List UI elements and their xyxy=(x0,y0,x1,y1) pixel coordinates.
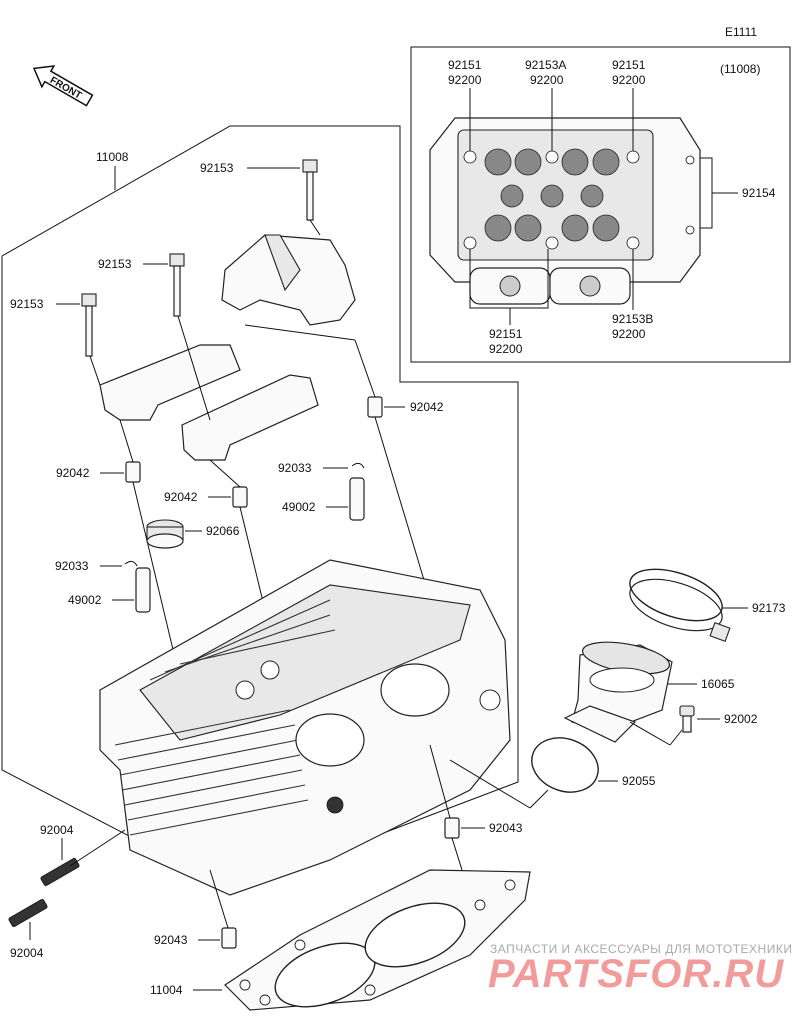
watermark-logo: PARTSFOR.RU xyxy=(488,952,784,996)
inset-leader-lines xyxy=(469,88,738,325)
bolt-92002 xyxy=(679,705,695,733)
part-label-92042-mid: 92042 xyxy=(164,490,198,504)
part-label-92153-top: 92153 xyxy=(200,161,234,175)
part-label-11008: 11008 xyxy=(96,150,129,164)
bolt-92153-left xyxy=(81,293,97,357)
clip-92033-right xyxy=(351,462,365,469)
head-gasket-11004 xyxy=(224,869,531,1011)
o-ring-92055 xyxy=(531,737,599,793)
figure-code: E1111 xyxy=(725,25,757,39)
inset-cylinder-head-top-view xyxy=(429,117,701,305)
inset-label-bl-a: 92151 xyxy=(489,327,523,341)
inset-top-view-frame xyxy=(410,46,791,363)
part-label-92043-right: 92043 xyxy=(489,821,523,835)
part-label-16065: 16065 xyxy=(701,677,735,691)
cylinder-head xyxy=(99,559,511,896)
front-arrow-icon: FRONT xyxy=(32,65,94,107)
inset-label-tl-a: 92151 xyxy=(448,58,482,72)
part-label-49002-right: 49002 xyxy=(282,500,316,514)
cooling-fins xyxy=(114,599,336,836)
inset-label-tc-b: 92200 xyxy=(530,73,564,87)
dowel-pin-92042-mid xyxy=(232,486,248,508)
clamp-92173 xyxy=(629,568,731,643)
inset-label-tr-b: 92200 xyxy=(612,73,646,87)
part-label-92055: 92055 xyxy=(622,774,656,788)
part-label-92004-bottom: 92004 xyxy=(10,946,44,960)
inset-label-right: 92154 xyxy=(742,186,776,200)
stud-92004-top xyxy=(40,858,80,886)
intake-holder-16065 xyxy=(563,641,673,743)
inset-reference: (11008) xyxy=(720,62,760,76)
part-label-92033-left: 92033 xyxy=(55,559,89,573)
part-label-92033-right: 92033 xyxy=(278,461,312,475)
dowel-pin-92042-left xyxy=(125,461,141,483)
part-label-92004-top: 92004 xyxy=(40,823,74,837)
inset-label-br-a: 92153B xyxy=(612,312,653,326)
part-label-11004: 11004 xyxy=(150,983,183,997)
part-label-92066: 92066 xyxy=(206,524,240,538)
part-label-92153-left: 92153 xyxy=(10,297,44,311)
dowel-pin-92043-left xyxy=(221,927,237,949)
bolt-92153-top xyxy=(302,159,318,221)
inset-label-tr-a: 92151 xyxy=(612,58,646,72)
part-label-92042-right: 92042 xyxy=(410,400,444,414)
dowel-pin-92043-right xyxy=(444,817,460,839)
assembly-group-outline xyxy=(1,125,519,891)
part-label-49002-left: 49002 xyxy=(68,593,102,607)
inset-label-bl-b: 92200 xyxy=(489,342,523,356)
part-label-92042-left: 92042 xyxy=(56,466,90,480)
stud-92004-bottom xyxy=(8,899,48,927)
oil-seal-92066 xyxy=(146,519,184,549)
bolt-92153-mid xyxy=(169,253,185,317)
part-label-92173: 92173 xyxy=(752,601,786,615)
watermark-tagline: ЗАПЧАСТИ И АКСЕССУАРЫ ДЛЯ МОТОТЕХНИКИ xyxy=(490,942,792,956)
inset-label-br-b: 92200 xyxy=(612,327,646,341)
part-label-92043-left: 92043 xyxy=(154,933,188,947)
valve-guide-49002-right xyxy=(349,477,365,521)
part-label-92153-mid: 92153 xyxy=(98,257,132,271)
camshaft-holder-upper xyxy=(221,234,356,326)
valve-guide-49002-left xyxy=(135,567,151,613)
dowel-pin-92042-right xyxy=(367,396,383,418)
camshaft-cap-right xyxy=(181,374,319,461)
camshaft-cap-left xyxy=(99,344,241,421)
clip-92033-left xyxy=(124,560,138,567)
inset-label-tc-a: 92153A xyxy=(525,58,566,72)
inset-label-tl-b: 92200 xyxy=(448,73,482,87)
part-label-92002: 92002 xyxy=(724,712,758,726)
